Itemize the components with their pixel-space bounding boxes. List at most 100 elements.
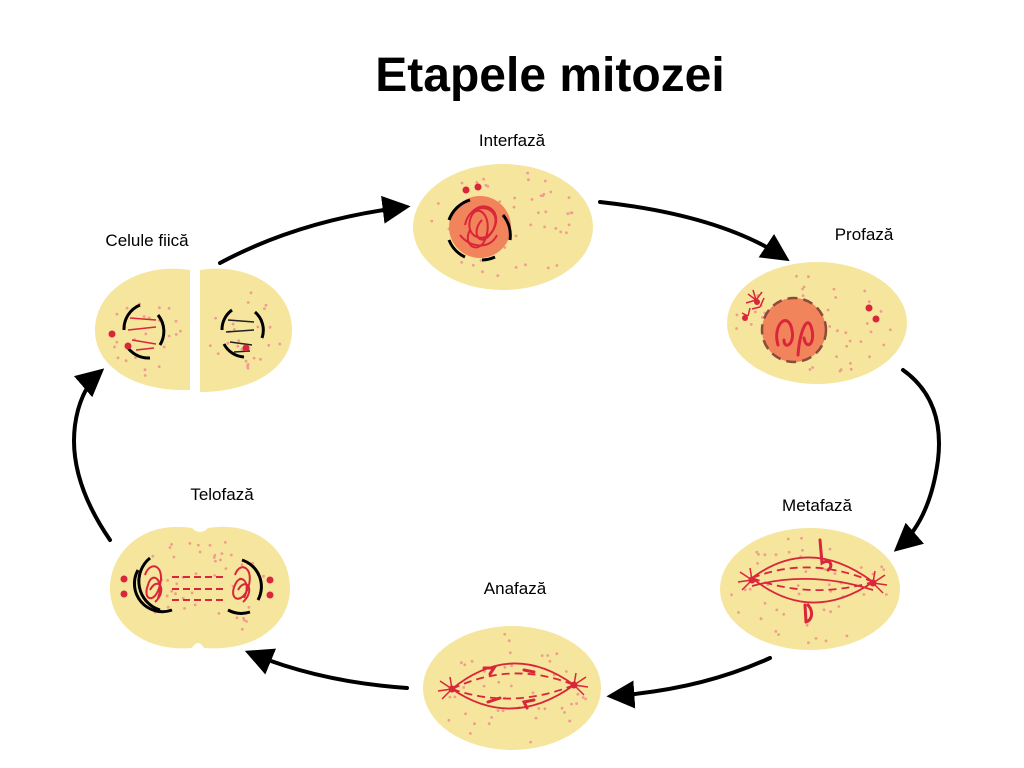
cytoplasm-dot: [563, 711, 566, 714]
cytoplasm-dot: [503, 666, 507, 669]
cytoplasm-dot: [167, 306, 171, 310]
cytoplasm-dot: [183, 607, 186, 610]
cytoplasm-dot: [735, 313, 739, 317]
cytoplasm-dot: [787, 550, 791, 554]
cytoplasm-dot: [560, 706, 564, 710]
cytoplasm-dot: [264, 303, 268, 307]
cytoplasm-dot: [430, 219, 434, 223]
label-telophase: Telofază: [190, 485, 254, 504]
cytoplasm-dot: [554, 227, 558, 230]
cytoplasm-dot: [531, 691, 535, 695]
cytoplasm-dot: [470, 659, 474, 663]
cytoplasm-dot: [267, 343, 271, 347]
cytoplasm-dot: [510, 664, 514, 668]
cytoplasm-dot: [162, 345, 166, 349]
cytoplasm-dot: [208, 344, 212, 348]
cytoplasm-dot: [581, 696, 585, 699]
cytoplasm-dot: [115, 312, 119, 316]
cytoplasm-dot: [848, 339, 852, 343]
cytoplasm-dot: [219, 558, 222, 562]
cytoplasm-dot: [263, 307, 266, 310]
label-prophase: Profază: [835, 225, 894, 244]
cytoplasm-dot: [144, 332, 148, 336]
cytoplasm-dot: [829, 590, 833, 593]
cytoplasm-dot: [482, 684, 486, 688]
cytoplasm-dot: [514, 234, 518, 238]
cytoplasm-dot: [175, 582, 179, 586]
cytoplasm-dot: [142, 315, 146, 318]
cytoplasm-dot: [172, 555, 176, 559]
cytoplasm-dot: [763, 553, 767, 557]
cytoplasm-dot: [534, 716, 538, 720]
cytoplasm-dot: [514, 266, 518, 269]
cytoplasm-dot: [543, 707, 547, 711]
cytoplasm-dot: [546, 266, 550, 270]
cytoplasm-dot: [179, 329, 182, 333]
arrow-daughter-to-interphase: [218, 195, 411, 265]
cytoplasm-dot: [867, 300, 871, 304]
cytoplasm-dot: [543, 179, 547, 183]
cytoplasm-dot: [193, 603, 197, 607]
cytoplasm-dot: [529, 223, 533, 227]
cytoplasm-dot: [214, 316, 218, 320]
cytoplasm-dot: [170, 543, 174, 546]
cytoplasm-dot: [508, 651, 512, 655]
cytoplasm-dot: [835, 355, 838, 358]
cytoplasm-dot: [749, 323, 753, 326]
cytoplasm-dot: [249, 291, 253, 295]
cytoplasm-dot: [888, 328, 892, 332]
cytoplasm-dot: [567, 223, 571, 227]
cytoplasm-dot: [496, 709, 500, 712]
cytoplasm-dot: [845, 344, 848, 348]
cytoplasm-dot: [220, 552, 224, 555]
cytoplasm-dot: [481, 270, 484, 274]
cytoplasm-dot: [824, 639, 828, 643]
cytoplasm-dot: [849, 362, 852, 365]
cytoplasm-dot: [827, 583, 831, 586]
label-daughter-cells: Celule fiică: [105, 231, 189, 250]
cytoplasm-dots: [144, 541, 265, 631]
cytoplasm-dot: [882, 343, 886, 347]
cytoplasm-dot: [268, 325, 272, 329]
cytoplasm-dot: [236, 344, 240, 348]
cytoplasm-dot: [837, 605, 841, 608]
cytoplasm-dot: [151, 554, 155, 558]
cytoplasm-dot: [801, 294, 805, 297]
cytoplasm-dot: [832, 287, 836, 291]
cytoplasm-dot: [730, 593, 733, 597]
cytoplasm-dot: [757, 553, 760, 556]
cytoplasm-dot: [503, 246, 507, 249]
cytoplasm-dot: [147, 316, 151, 320]
cytoplasm-dot: [527, 178, 530, 182]
cytoplasm-dot: [774, 553, 778, 557]
cytoplasm-dot: [833, 572, 837, 575]
cytoplasm-dot: [748, 587, 752, 591]
cytoplasm-dot: [826, 308, 830, 312]
cytoplasm-dot: [555, 652, 559, 656]
cytoplasm-dot: [240, 563, 244, 566]
prophase-cell: [727, 262, 907, 384]
cytoplasm-dot: [224, 541, 227, 544]
cytoplasm-dot: [743, 588, 747, 592]
cytoplasm-dot: [194, 572, 198, 575]
cytoplasm-dot: [170, 589, 174, 593]
cytoplasm-dot: [775, 608, 779, 612]
cytoplasm-dot: [759, 617, 763, 621]
cytoplasm-dot: [490, 716, 493, 719]
label-metaphase: Metafază: [782, 496, 852, 515]
cytoplasm-dot: [447, 718, 451, 722]
cytoplasm-dot: [116, 356, 120, 360]
cytoplasm-dot: [242, 618, 246, 622]
cytoplasm-dot: [823, 568, 827, 571]
cytoplasm-dot: [575, 702, 578, 705]
cytoplasm-dot: [807, 275, 810, 279]
cytoplasm-dot: [797, 592, 801, 596]
cytoplasm-dot: [879, 310, 883, 313]
arrow-prophase-to-metaphase: [893, 368, 941, 552]
cytoplasm-dot: [845, 634, 849, 638]
cytoplasm-dot: [567, 196, 571, 200]
cytoplasm-dot: [125, 306, 129, 310]
cytoplasm-dot: [168, 546, 172, 549]
cytoplasm-dot: [208, 543, 212, 547]
